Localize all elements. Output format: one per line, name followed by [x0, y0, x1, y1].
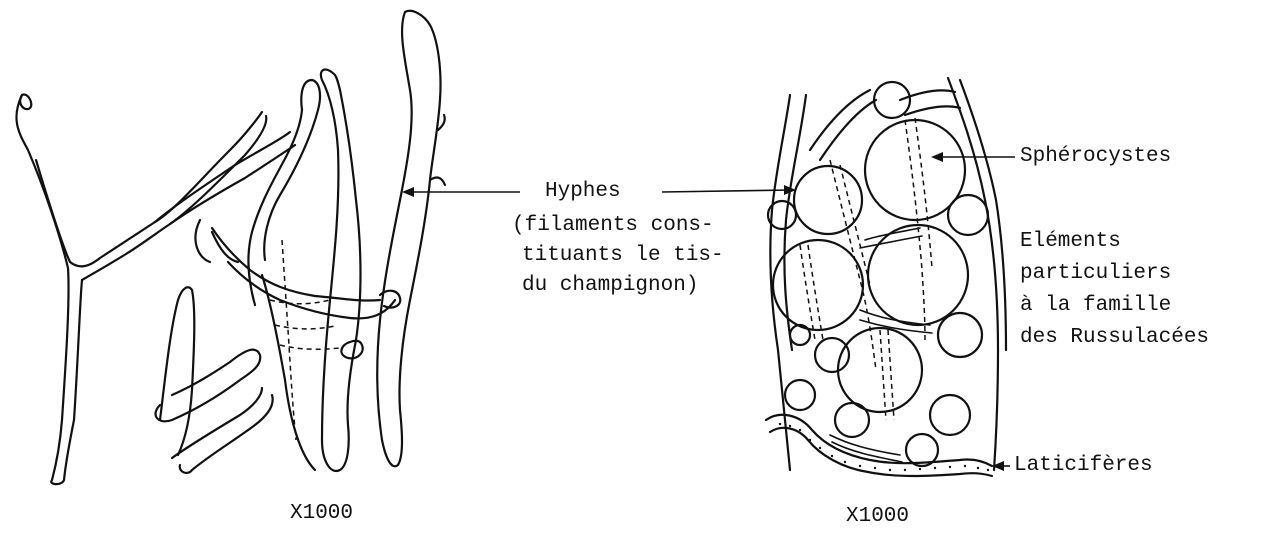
hypha-y-left-head	[20, 95, 31, 110]
spherocyst-7	[874, 82, 910, 118]
label-laticiferes: Laticifères	[1014, 452, 1153, 480]
interior-hypha-1	[860, 228, 922, 248]
spherocyst-3	[773, 240, 863, 330]
right-magnification: X1000	[846, 503, 909, 531]
label-elements-1: Eléments	[1020, 228, 1121, 256]
outer-hypha-right	[948, 78, 998, 470]
outer-hypha-right-2	[960, 80, 1006, 350]
left-magnification: X1000	[290, 500, 353, 528]
hyphes-left-arrowhead	[402, 187, 414, 197]
hypha-far-right	[377, 11, 440, 466]
label-hyphes: Hyphes	[545, 178, 621, 206]
spherocyst-4	[868, 225, 968, 325]
hidden-hypha-4	[915, 118, 932, 268]
spherocyst-9	[938, 313, 982, 357]
spherocyst-12	[835, 403, 869, 437]
spherocyst-13	[930, 395, 970, 435]
hidden-hypha-2	[840, 165, 870, 285]
hypha-y-left	[16, 95, 82, 484]
spherocyst-11	[785, 380, 815, 410]
spherocystes-arrowhead	[931, 152, 943, 162]
label-elements-3: à la famille	[1020, 292, 1171, 320]
hypha-small-branch	[195, 220, 238, 262]
laticifer-tube	[766, 415, 992, 476]
label-spherocystes: Sphérocystes	[1020, 143, 1171, 171]
spherocyst-8	[948, 195, 988, 235]
label-hyphes-desc-1: (filaments cons-	[512, 212, 714, 240]
leader-lines	[402, 152, 1015, 471]
spherocyst-10	[815, 338, 849, 372]
label-hyphes-desc-3: du champignon)	[522, 272, 698, 300]
hypha-crossing-1	[212, 228, 380, 301]
right-spherocyst-drawing	[766, 78, 1006, 476]
hypha-tall-right	[321, 70, 361, 471]
hypha-central-1	[262, 80, 320, 470]
laticifer-dots	[779, 423, 989, 471]
hypha-cone	[160, 287, 194, 455]
left-hyphae-drawing	[16, 11, 445, 484]
label-hyphes-desc-2: tituants le tis-	[522, 242, 724, 270]
interior-hypha-3	[830, 435, 902, 462]
top-hypha-1	[810, 90, 876, 160]
hidden-hypha-6	[880, 330, 894, 420]
spherocyst-15	[790, 325, 810, 345]
label-elements-4: des Russulacées	[1020, 324, 1209, 352]
label-elements-2: particuliers	[1020, 260, 1171, 288]
spherocyst-1	[794, 166, 862, 234]
hypha-crossing-2	[228, 262, 395, 318]
hypha-y-left-branch	[36, 112, 266, 280]
